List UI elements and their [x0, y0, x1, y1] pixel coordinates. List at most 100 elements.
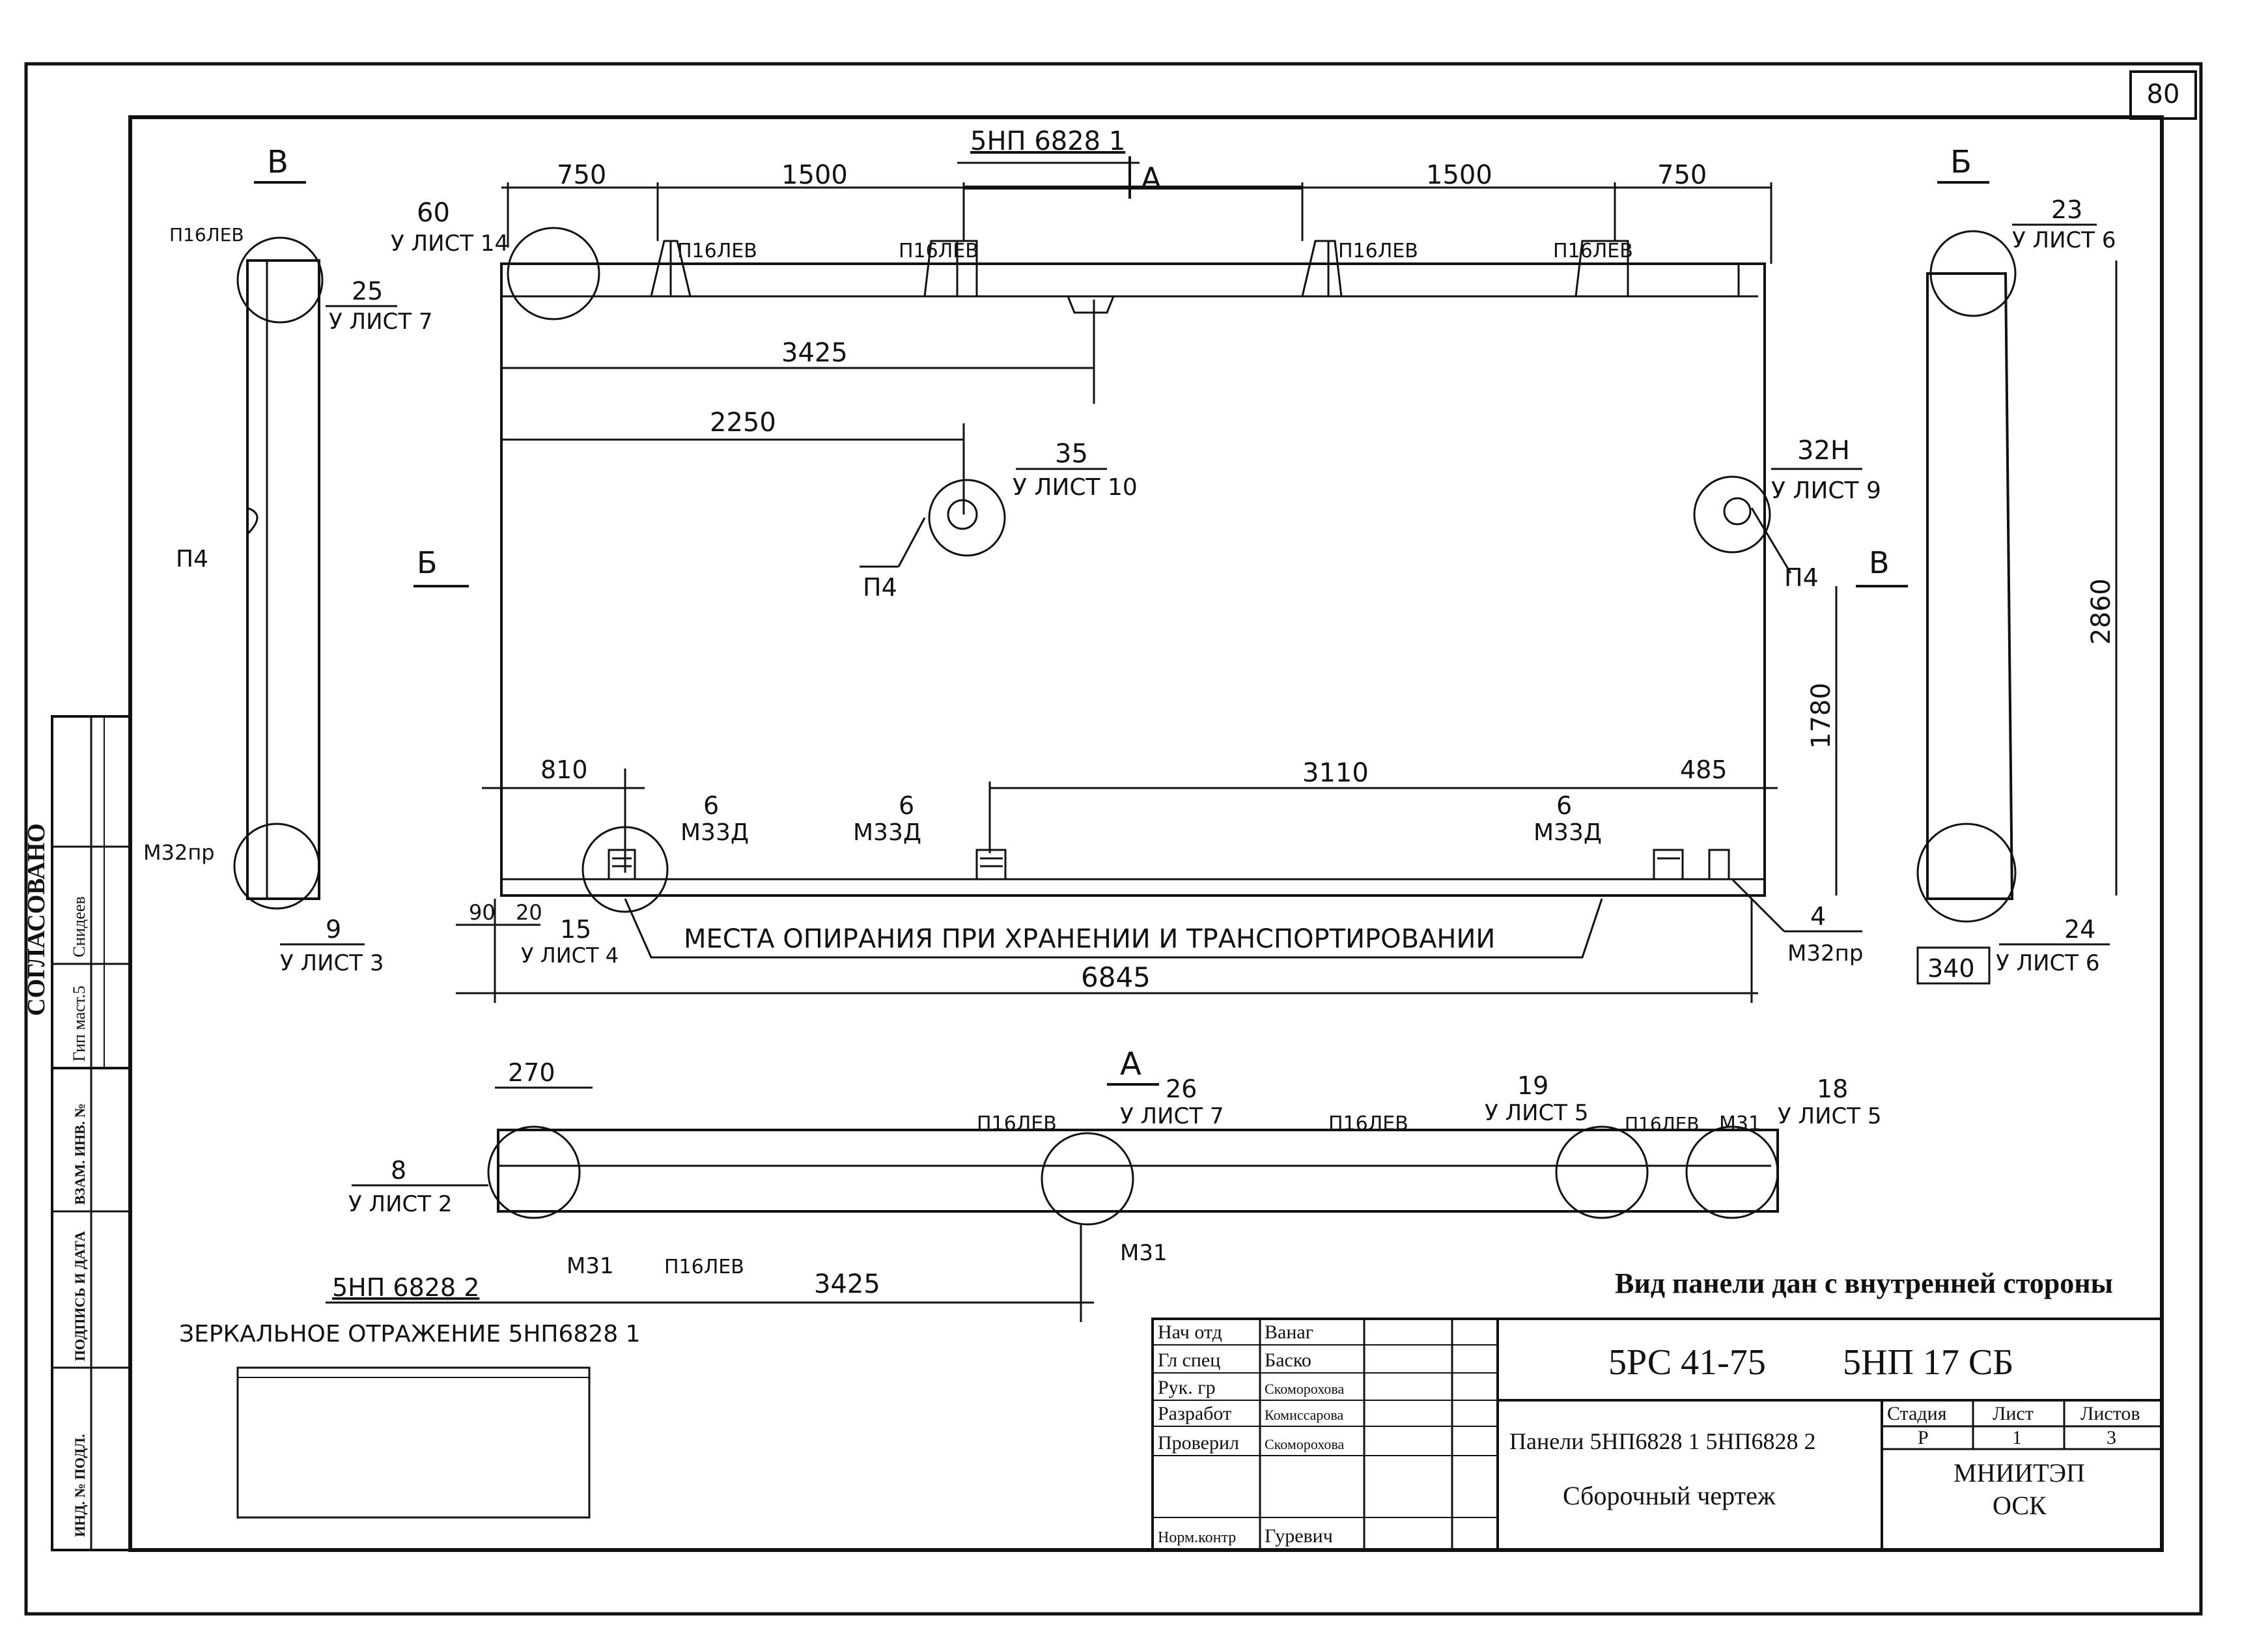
p16lev-2: П16ЛЕВ	[899, 240, 979, 262]
detail-circle-9	[233, 823, 320, 910]
tb-sheet-label: Лист	[1993, 1403, 2034, 1424]
m33d-1: М33Д	[680, 819, 749, 846]
callout-25-num: 25	[352, 277, 383, 305]
tb-name-4: Скоморохова	[1265, 1436, 1344, 1452]
tb-sheets-label: Листов	[2080, 1403, 2140, 1424]
tb-role-4: Проверил	[1158, 1432, 1239, 1454]
section-b-view: Б 23 У ЛИСТ 6 2860 24 У ЛИСТ 6 340	[1916, 144, 2118, 985]
callout-24-num: 24	[2064, 915, 2095, 944]
callout-4-ref: М32пр	[1787, 940, 1863, 966]
section-b-title: Б	[1950, 144, 1972, 180]
tb-role-2: Рук. гр	[1158, 1377, 1216, 1398]
p16lev-a4: П16ЛЕВ	[1625, 1113, 1700, 1135]
top-loops	[650, 240, 1629, 314]
p16lev-3: П16ЛЕВ	[1338, 240, 1418, 262]
section-a-title: А	[1120, 1046, 1141, 1082]
callout-15-ref: У ЛИСТ 4	[521, 943, 619, 968]
detail-circle-24	[1916, 823, 2017, 923]
dim-1780: 1780	[1806, 683, 1836, 749]
m33d-six-3: 6	[1556, 791, 1572, 820]
callout-9-ref: У ЛИСТ 3	[280, 950, 384, 976]
main-mark: 5НП 6828 1	[970, 126, 1125, 156]
callout-32n-ref: У ЛИСТ 9	[1771, 477, 1881, 504]
view-note: Вид панели дан с внутренней стороны	[1615, 1267, 2113, 1299]
detail-circle-35	[928, 479, 1006, 557]
side-stamp: СОГЛАСОВАНО Гип маст.5 Снидеев ВЗАМ. ИНВ…	[23, 715, 132, 1551]
p4-right: П4	[1784, 563, 1819, 592]
tb-doc: 5НП 17 СБ	[1843, 1342, 2013, 1383]
detail-circle-18	[1685, 1125, 1779, 1219]
tb-role-6: Норм.контр	[1158, 1529, 1236, 1546]
stamp-inv: ИНД. № ПОДЛ.	[72, 1434, 88, 1537]
dim-20: 20	[516, 900, 542, 925]
dim-6845: 6845	[1081, 961, 1151, 993]
detail-circle-25	[236, 236, 324, 324]
tb-role-3: Разработ	[1158, 1403, 1231, 1424]
callout-23-ref: У ЛИСТ 6	[2012, 227, 2116, 253]
m31-b: М31	[1120, 1240, 1168, 1266]
dim-3425-bottom: 3425	[814, 1269, 880, 1299]
dim-2860: 2860	[2086, 578, 2116, 645]
dim-810: 810	[540, 755, 588, 784]
dim-270: 270	[508, 1058, 555, 1087]
callout-15-num: 15	[560, 915, 591, 944]
detail-circle-32n	[1693, 475, 1771, 554]
sheet-number: 80	[2147, 79, 2180, 109]
callout-8-num: 8	[391, 1156, 406, 1185]
m33d-3: М33Д	[1533, 819, 1602, 846]
section-v-right: В	[1869, 545, 1890, 580]
callout-60-ref: У ЛИСТ 14	[391, 231, 509, 257]
callout-32n-num: 32Н	[1797, 436, 1850, 466]
sheet-number-box	[2129, 70, 2197, 120]
dim-90: 90	[469, 900, 496, 925]
p4-v: П4	[176, 546, 208, 572]
p16lev-a2: П16ЛЕВ	[977, 1112, 1057, 1135]
tb-sheet-val: 1	[2012, 1427, 2022, 1448]
tb-name-0: Ванаг	[1265, 1321, 1313, 1343]
p16lev-4: П16ЛЕВ	[1553, 240, 1633, 262]
section-b-left: Б	[417, 545, 438, 580]
callout-26-ref: У ЛИСТ 7	[1120, 1103, 1224, 1129]
tb-code: 5РС 41-75	[1608, 1342, 1766, 1383]
main-panel-view: 5НП 6828 1 А П16ЛЕВ П16ЛЕВ П16ЛЕВ П16ЛЕВ	[391, 126, 1908, 1003]
tb-sheets-val: 3	[2107, 1427, 2116, 1448]
section-v-title: В	[267, 144, 288, 180]
title-block: Нач отд Ванаг Гл спец Баско Рук. гр Ском…	[1151, 1318, 2163, 1551]
callout-4-num: 4	[1810, 902, 1826, 931]
p16lev-a3: П16ЛЕВ	[1328, 1112, 1408, 1135]
m33d-six-2: 6	[899, 791, 914, 820]
tb-name-2: Скоморохова	[1265, 1381, 1344, 1397]
mirror-view: ЗЕРКАЛЬНОЕ ОТРАЖЕНИЕ 5НП6828 1	[179, 1321, 640, 1519]
dim-750-left: 750	[557, 160, 606, 190]
tb-stage-label: Стадия	[1887, 1403, 1947, 1424]
tb-org-2: ОСК	[1993, 1491, 2047, 1520]
m31-a: М31	[567, 1253, 614, 1279]
p16lev-1: П16ЛЕВ	[677, 240, 757, 262]
tb-name-6: Гуревич	[1265, 1525, 1333, 1547]
m32pr-v: М32пр	[143, 840, 215, 865]
m33d-2: М33Д	[853, 819, 921, 846]
detail-circle-8	[487, 1125, 581, 1219]
dim-3110: 3110	[1302, 758, 1369, 788]
detail-circle-23	[1929, 230, 2017, 317]
callout-25-ref: У ЛИСТ 7	[329, 309, 432, 335]
section-v-view: В П16ЛЕВ 25 У ЛИСТ 7 П4 М32пр 9 У ЛИСТ 3	[143, 144, 432, 976]
p4-center: П4	[863, 573, 897, 602]
tb-role-0: Нач отд	[1158, 1321, 1222, 1343]
dim-2250: 2250	[710, 408, 776, 438]
dim-485: 485	[1680, 755, 1728, 784]
callout-35-num: 35	[1055, 439, 1088, 469]
callout-18-num: 18	[1817, 1075, 1848, 1103]
p16lev-a1: П16ЛЕВ	[664, 1256, 744, 1278]
dim-340: 340	[1927, 954, 1975, 983]
callout-60-num: 60	[417, 198, 450, 228]
section-a-arrow-label: А	[1141, 161, 1162, 196]
mirror-mark: 5НП 6828 2	[332, 1273, 479, 1302]
stamp-podpis: ПОДПИСЬ И ДАТА	[72, 1231, 88, 1361]
detail-circle-26	[1041, 1132, 1134, 1226]
approval-title: СОГЛАСОВАНО	[23, 823, 50, 1016]
dim-1500-left: 1500	[781, 160, 848, 190]
dim-750-right: 750	[1657, 160, 1707, 190]
mirror-caption: ЗЕРКАЛЬНОЕ ОТРАЖЕНИЕ 5НП6828 1	[179, 1321, 640, 1347]
